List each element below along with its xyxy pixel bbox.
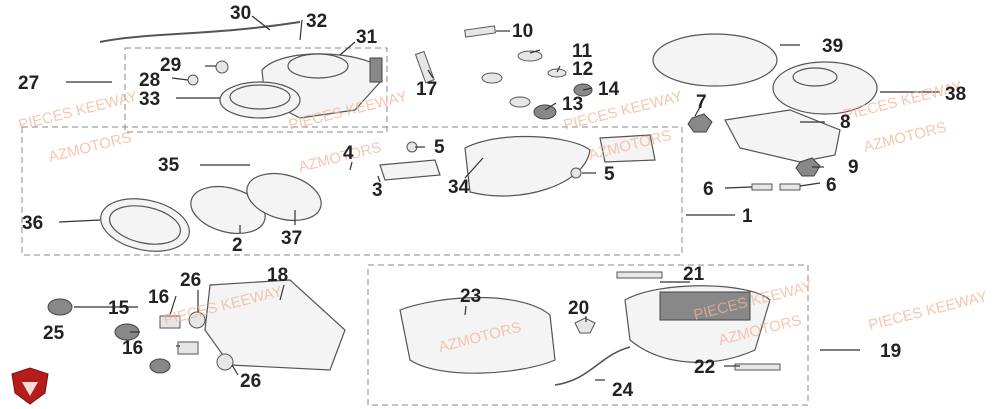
part-label: 5	[604, 164, 615, 185]
part-label: 7	[696, 92, 707, 113]
watermark: PIECES KEEWAY	[867, 288, 989, 334]
part-label: 24	[612, 380, 634, 401]
part-label: 14	[598, 79, 620, 100]
part-label: 3	[372, 180, 383, 201]
part-label: 9	[848, 157, 859, 178]
speedo-cable	[99, 21, 301, 43]
part-label: 39	[822, 36, 843, 57]
part-label: 25	[43, 323, 65, 344]
watermark: AZMOTORS	[862, 119, 948, 156]
bolt-6a	[751, 183, 773, 191]
bracket-8	[724, 109, 841, 163]
part-label: 5	[434, 137, 445, 158]
part-label: 8	[840, 112, 851, 133]
part-label: 18	[267, 265, 288, 286]
watermark: AZMOTORS	[47, 129, 133, 166]
nut-9	[795, 157, 821, 177]
group-box-meter	[124, 47, 388, 133]
group-box-headlight	[21, 126, 683, 256]
cover-38-inner	[792, 67, 838, 87]
part-label: 15	[108, 298, 130, 319]
bolt-5b	[570, 167, 582, 179]
meter-assembly	[219, 53, 383, 119]
part-label: 6	[703, 179, 714, 200]
grommet-29	[215, 60, 229, 74]
nut-7	[687, 113, 713, 133]
housing-23	[399, 296, 556, 374]
part-label: 35	[158, 155, 180, 176]
part-label: 1	[742, 206, 753, 227]
part-label: 30	[230, 3, 251, 24]
leader-lines	[58, 15, 940, 381]
part-label: 26	[240, 371, 261, 392]
nut-15	[47, 298, 73, 316]
part-label: 21	[683, 264, 705, 285]
bolt-28	[187, 74, 199, 86]
watermark: AZMOTORS	[297, 139, 383, 176]
part-label: 6	[826, 175, 837, 196]
part-label: 13	[562, 94, 583, 115]
part-label: 32	[306, 11, 327, 32]
nut-15b	[149, 358, 171, 374]
part-label: 38	[945, 84, 966, 105]
brand-shield-icon	[11, 367, 49, 405]
clip-16b	[177, 341, 199, 355]
lens-2	[190, 185, 266, 235]
part-label: 17	[416, 79, 437, 100]
bulb-20	[574, 317, 596, 334]
bracket-18	[204, 279, 346, 371]
part-label: 10	[512, 21, 533, 42]
gasket	[599, 134, 656, 163]
part-label: 36	[22, 213, 43, 234]
part-label: 31	[356, 27, 378, 48]
clip-16a	[159, 315, 181, 329]
bolt-6b	[779, 183, 801, 191]
part-label: 20	[568, 298, 589, 319]
cover-39	[652, 33, 778, 87]
part-label: 29	[160, 55, 181, 76]
part-label: 11	[572, 41, 593, 62]
screw-21	[616, 271, 663, 279]
part-label: 4	[343, 143, 354, 164]
screw-22	[734, 363, 781, 371]
part-label: 16	[148, 287, 169, 308]
part-label: 37	[281, 228, 302, 249]
rim-32-inner	[108, 205, 182, 245]
part-label: 16	[122, 338, 143, 359]
reflector-33	[246, 172, 322, 222]
wire-24	[554, 346, 631, 386]
part-label: 23	[460, 286, 481, 307]
part-label: 33	[139, 89, 160, 110]
part-label: 26	[180, 270, 201, 291]
part-label: 28	[139, 70, 160, 91]
part-label: 22	[694, 357, 715, 378]
part-label: 2	[232, 235, 243, 256]
washer-26a	[188, 311, 206, 329]
housing-34	[464, 135, 591, 197]
lens-21-grille	[659, 291, 751, 321]
part-label: 27	[18, 73, 39, 94]
washer-26b	[216, 353, 234, 371]
bracket-3	[379, 159, 441, 181]
part-label: 34	[448, 177, 470, 198]
group-box-taillight	[367, 264, 809, 406]
part-label: 12	[572, 59, 593, 80]
bolt-17	[414, 50, 435, 84]
washer-stack	[481, 50, 593, 120]
bolt-10	[464, 25, 496, 38]
part-label: 19	[880, 341, 901, 362]
